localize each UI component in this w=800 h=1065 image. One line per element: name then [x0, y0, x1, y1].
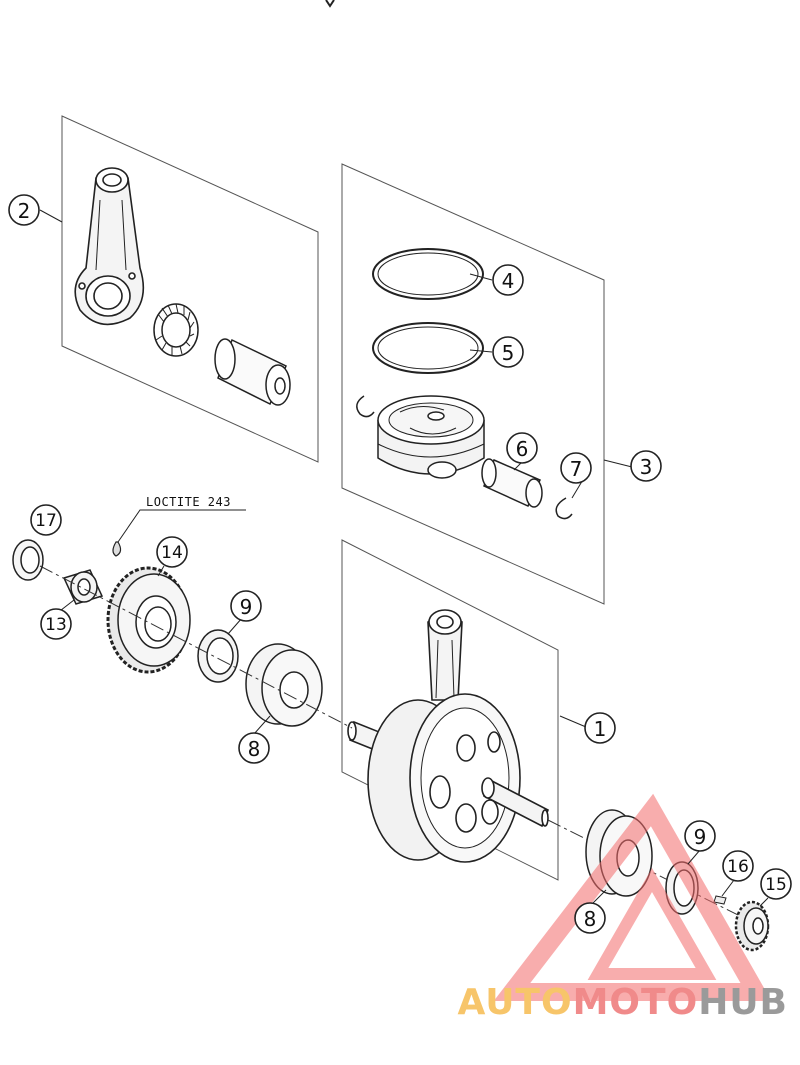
- watermark-auto: AUTO: [457, 982, 572, 1023]
- callout-circle-2: [8, 194, 40, 226]
- loctite-drop-icon: [112, 541, 122, 557]
- gear-icon: [106, 566, 191, 674]
- callout-label-1: 1: [594, 717, 607, 741]
- assembly-axis: [547, 819, 753, 923]
- piston-ring-icon: [372, 248, 484, 300]
- watermark-wordmark: AUTOMOTOHUB: [457, 982, 788, 1023]
- callout-label-9: 9: [240, 595, 253, 619]
- callout-label-5: 5: [502, 341, 515, 365]
- callout-label-7: 7: [570, 457, 583, 481]
- panel-piston-group: [341, 163, 605, 605]
- shaft-seal-icon: [197, 629, 239, 683]
- callout-label-15: 15: [765, 875, 787, 895]
- callout-label-2: 2: [18, 199, 31, 223]
- circlip-icon: [356, 395, 375, 418]
- callout-circle-15: [760, 868, 792, 900]
- leader-lines: [39, 209, 769, 907]
- callout-label-8: 8: [248, 737, 261, 761]
- watermark-logo: [493, 793, 772, 1001]
- callout-label-17: 17: [35, 511, 57, 531]
- callout-label-13: 13: [45, 615, 67, 635]
- heading-fragment: [325, 0, 335, 8]
- callout-circle-8: [238, 732, 270, 764]
- callout-label-6: 6: [516, 437, 529, 461]
- callout-label-14: 14: [161, 543, 183, 563]
- callout-circles: [8, 194, 792, 934]
- callout-label-8b: 8: [584, 907, 597, 931]
- callout-circle-3: [630, 450, 662, 482]
- callout-label-4: 4: [502, 269, 515, 293]
- callout-circle-6: [506, 432, 538, 464]
- callout-circle-4: [492, 264, 524, 296]
- callout-label-16: 16: [727, 857, 749, 877]
- circlip-icon: [555, 497, 573, 520]
- panel-connecting-rod-group: [61, 115, 319, 463]
- needle-bearing-icon: [153, 303, 199, 357]
- crankshaft-icon: [347, 609, 549, 863]
- nut-icon: [734, 900, 770, 952]
- spacer-icon: [62, 569, 104, 605]
- panel-crankshaft: [341, 539, 559, 881]
- callout-label-3: 3: [640, 455, 653, 479]
- callout-circle-9b: [684, 820, 716, 852]
- callout-circle-5: [492, 336, 524, 368]
- woodruff-key-icon: [713, 895, 727, 905]
- piston-icon: [377, 395, 485, 479]
- piston-ring-icon: [372, 322, 484, 374]
- callout-circle-9: [230, 590, 262, 622]
- piston-pin-icon: [481, 458, 543, 508]
- callout-circle-16: [722, 850, 754, 882]
- ball-bearing-icon: [245, 643, 323, 727]
- assembly-axis: [39, 565, 353, 729]
- shaft-seal-icon: [12, 539, 44, 581]
- callout-circle-13: [40, 608, 72, 640]
- connecting-rod-icon: [74, 167, 145, 326]
- callout-circle-7: [560, 452, 592, 484]
- callout-label-9b: 9: [694, 825, 707, 849]
- callout-circle-1: [584, 712, 616, 744]
- callout-circle-8b: [574, 902, 606, 934]
- piston-pin-icon: [214, 338, 291, 406]
- callout-circle-17: [30, 504, 62, 536]
- watermark-hub: HUB: [698, 982, 788, 1023]
- watermark-moto: MOTO: [573, 982, 699, 1023]
- callout-circle-14: [156, 536, 188, 568]
- loctite-note: LOCTITE 243: [146, 495, 231, 509]
